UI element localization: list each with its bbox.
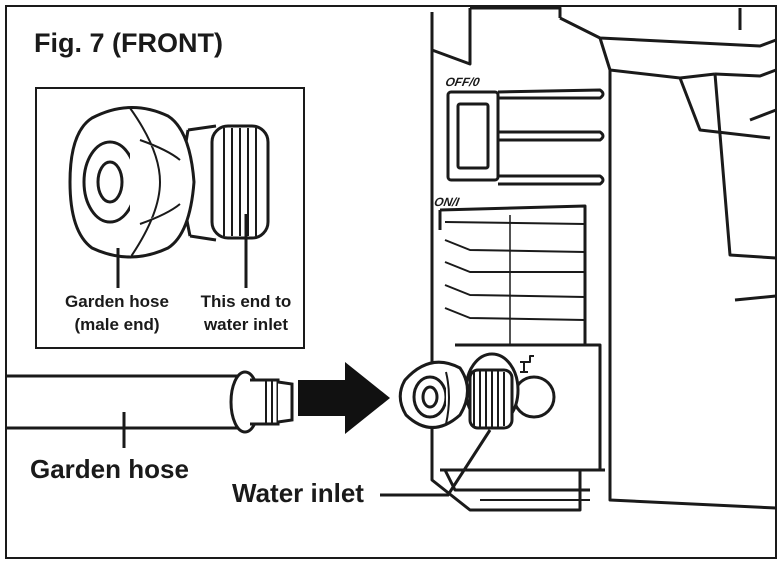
switch-off-label: OFF/0 bbox=[444, 75, 481, 89]
inset-label-right-line2: water inlet bbox=[203, 315, 288, 334]
figure-title: Fig. 7 (FRONT) bbox=[34, 28, 223, 58]
inset-label-left-line2: (male end) bbox=[74, 315, 159, 334]
inset-label-left-line1: Garden hose bbox=[65, 292, 169, 311]
water-inlet-leader bbox=[380, 429, 492, 497]
inset-label-right-line1: This end to bbox=[201, 292, 292, 311]
connection-arrow bbox=[298, 362, 390, 434]
pressure-washer-body bbox=[430, 6, 777, 512]
switch-on-label: ON/I bbox=[433, 195, 461, 209]
garden-hose-graphic bbox=[6, 370, 294, 434]
inset-fitting-graphic bbox=[68, 106, 270, 259]
water-inlet-connector bbox=[398, 352, 520, 430]
garden-hose-label: Garden hose bbox=[30, 454, 189, 484]
water-inlet-label: Water inlet bbox=[232, 478, 364, 508]
